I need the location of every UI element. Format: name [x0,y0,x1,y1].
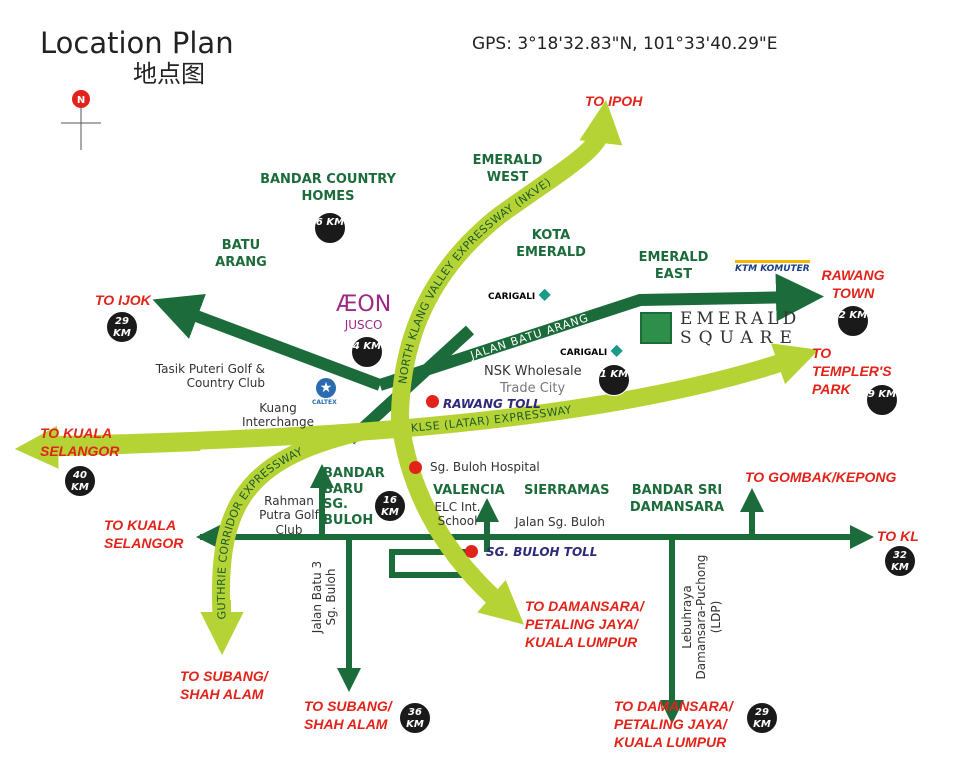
carigali-logo-2: CARIGALI ◆ [560,340,623,359]
place-kuang-interchange: Kuang Interchange [241,401,315,430]
distance-badge-ijok: 29 KM [106,311,138,343]
dest-damansara-2: TO DAMANSARA/ PETALING JAYA/ KUALA LUMPU… [614,698,733,751]
road-nkve-south [391,418,524,625]
area-emerald-east: EMERALD EAST [638,250,709,282]
distance-badge-templer: 9 KM [866,384,898,416]
dest-ijok: TO IJOK [95,292,151,308]
emerald-square-gem-icon [640,312,672,344]
dest-templer: TO TEMPLER'S PARK [812,345,892,398]
distance-badge-nsk: 1 KM [598,364,630,396]
gps-coordinates: GPS: 3°18'32.83"N, 101°33'40.29"E [472,34,778,54]
north-icon [72,90,90,108]
distance-badge-kl: 32 KM [884,545,916,577]
north-label: N [77,95,85,106]
sg-buloh-toll-label: SG. BULOH TOLL [486,545,598,559]
page-title-chinese: 地点图 [133,60,205,88]
dest-damansara-1: TO DAMANSARA/ PETALING JAYA/ KUALA LUMPU… [525,598,644,651]
sg-buloh-toll-marker [465,545,478,558]
caltex-star-icon: ★ [316,378,336,398]
distance-badge-rawang: 2 KM [837,305,869,337]
ktm-komuter-logo: KTM KOMUTER [735,260,810,275]
place-rahman-putra: Rahman Putra Golf Club [259,494,319,537]
dest-rawang: RAWANG TOWN [821,267,885,302]
carigali-logo-1: CARIGALI ◆ [488,284,551,303]
emerald-square-logo-line1: EMERALD [680,309,801,329]
distance-badge-aeon: 4 KM [351,336,383,368]
road-label-jalan-sg-buloh: Jalan Sg. Buloh [515,515,605,529]
area-sierramas: SIERRAMAS [524,483,610,498]
place-elc-school: ELC Int. School [434,500,481,529]
place-tasik-puteri: Tasik Puteri Golf & Country Club [155,362,265,391]
caltex-label: CALTEX [312,399,337,406]
place-nsk-trade-city: Trade City [500,381,566,396]
distance-badge-bbsb: 16 KM [374,490,406,522]
area-valencia: VALENCIA [433,483,505,498]
road-toll-loop [389,549,470,578]
dest-ipoh: TO IPOH [585,93,643,109]
distance-badge-damansara: 29 KM [746,702,778,734]
rawang-toll-marker [426,395,439,408]
road-klse-west [14,425,201,469]
road-label-batu3: Jalan Batu 3 Sg. Buloh [310,560,339,634]
road-label-ldp: Lebuhraya Damansara-Puchong (LDP) [680,554,723,680]
page-title: Location Plan [40,26,234,60]
road-guthrie [211,423,363,626]
road-nkve [390,99,623,431]
distance-badge-country-homes: 6 KM [314,212,346,244]
area-bandar-baru-sg-buloh: BANDAR BARU SG. BULOH [323,466,385,528]
place-sg-buloh-hospital: Sg. Buloh Hospital [430,460,540,474]
area-bandar-sri-damansara: BANDAR SRI DAMANSARA [629,483,725,515]
petronas-drop-icon: ◆ [538,284,551,303]
dest-kuala-selangor-2: TO KUALA SELANGOR [104,517,184,552]
dest-gombak: TO GOMBAK/KEPONG [745,469,897,485]
distance-badge-subang: 36 KM [399,702,431,734]
road-jalan-batu-arang [378,273,824,391]
hospital-marker [409,461,422,474]
petronas-drop-icon: ◆ [610,340,623,359]
area-kota-emerald: KOTA EMERALD [516,228,586,260]
road-to-ijok [152,293,383,391]
area-batu-arang: BATU ARANG [215,238,267,270]
place-nsk: NSK Wholesale [484,364,582,379]
dest-kl: TO KL [877,528,919,544]
distance-badge-kuala-selangor: 40 KM [64,465,96,497]
dest-subang-2: TO SUBANG/ SHAH ALAM [304,698,392,733]
area-bandar-country-homes: BANDAR COUNTRY HOMES [260,172,396,204]
dest-subang-1: TO SUBANG/ SHAH ALAM [180,668,268,703]
rawang-toll-label: RAWANG TOLL [443,397,541,411]
emerald-square-logo-line2: SQUARE [680,328,799,348]
dest-kuala-selangor-1: TO KUALA SELANGOR [40,425,120,460]
area-emerald-west: EMERALD WEST [472,153,543,185]
